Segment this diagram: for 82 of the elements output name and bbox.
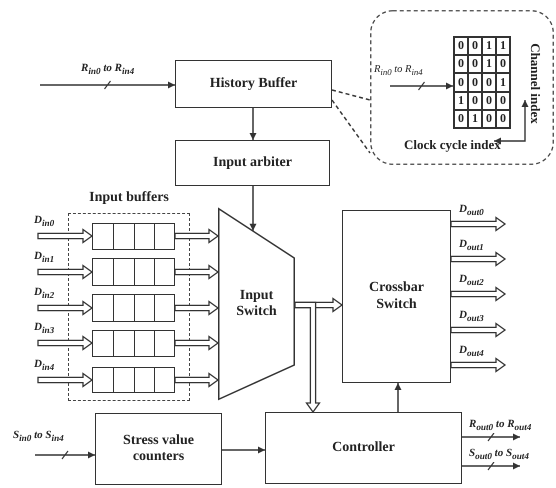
matrix-cell: 0	[496, 55, 510, 74]
arrow	[37, 228, 94, 244]
arrow	[222, 446, 265, 454]
arrow	[37, 300, 94, 316]
arrow	[390, 82, 453, 90]
arrow	[37, 372, 94, 388]
signal-label: R$_{in0}$ to R$_{in4}$	[80, 62, 136, 78]
arrow	[450, 357, 506, 373]
matrix-cell: 0	[468, 73, 482, 92]
callout-line	[331, 100, 371, 154]
process-box	[342, 210, 451, 383]
arrow	[450, 286, 506, 302]
group-heading: Input buffers	[89, 190, 169, 206]
arrow	[450, 322, 506, 338]
signal-label: D$_{out2}$	[458, 273, 485, 288]
buffer-queue	[92, 223, 175, 250]
buffer-queue	[92, 294, 175, 322]
matrix-cell: 0	[454, 55, 468, 74]
arrow	[174, 264, 220, 280]
arrow	[450, 216, 506, 232]
box-label: Stress value counters	[122, 432, 195, 466]
matrix-cell: 0	[454, 37, 468, 56]
matrix-cell: 0	[496, 92, 510, 110]
signal-label: S$_{in0}$ to S$_{in4}$	[12, 429, 65, 444]
matrix-cell: 1	[496, 37, 510, 56]
matrix-cell: 1	[482, 37, 496, 56]
arrow	[37, 264, 94, 280]
matrix-cell: 0	[482, 92, 496, 110]
arrow	[462, 462, 520, 470]
matrix-cell: 0	[468, 55, 482, 74]
signal-label: R$_{in0}$ to R$_{in4}$	[373, 64, 424, 78]
process-box	[175, 140, 330, 186]
signal-label: D$_{out3}$	[458, 309, 485, 324]
arrow	[40, 82, 175, 88]
signal-label: D$_{in0}$	[33, 214, 56, 230]
signal-label: S$_{out0}$ to S$_{out4}$	[468, 447, 530, 462]
signal-label: D$_{out0}$	[458, 203, 485, 218]
matrix-cell: 1	[454, 92, 468, 110]
matrix-cell: 0	[468, 92, 482, 110]
matrix-cell: 1	[482, 55, 496, 74]
arrow	[450, 251, 506, 267]
process-box	[265, 412, 462, 484]
box-label: Crossbar Switch	[368, 280, 425, 313]
matrix-cell: 0	[496, 110, 510, 128]
arrow	[37, 335, 94, 351]
callout-line	[332, 89, 370, 101]
buffer-queue	[92, 258, 175, 286]
matrix-cell: 0	[482, 110, 496, 128]
history-buffer-detail-callout	[370, 10, 554, 165]
arrow	[174, 372, 220, 388]
box-label: Controller	[331, 440, 396, 456]
matrix-cell: 0	[454, 73, 468, 92]
process-box	[175, 60, 332, 108]
switch-label: Input Switch	[235, 288, 278, 320]
input-buffer-group	[68, 192, 190, 401]
signal-label: R$_{out0}$ to R$_{out4}$	[468, 418, 532, 434]
history-matrix	[453, 36, 511, 129]
signal-label: D$_{out4}$	[458, 344, 485, 360]
box-label: Input arbiter	[212, 154, 293, 172]
matrix-cell: 0	[468, 37, 482, 56]
signal-label: D$_{in3}$	[33, 321, 56, 336]
matrix-cell: 0	[482, 73, 496, 92]
arrow	[294, 302, 321, 414]
arrow	[250, 186, 256, 231]
matrix-cell: 1	[496, 73, 510, 92]
input-switch-trapezoid	[218, 208, 295, 400]
arrow	[174, 300, 220, 316]
arrow	[35, 452, 95, 458]
axis-label: Clock cycle index	[404, 138, 501, 153]
arrow	[174, 228, 220, 244]
matrix-cell: 1	[468, 110, 482, 128]
arrow	[250, 108, 256, 140]
arrow	[394, 383, 402, 412]
signal-label: D$_{out1}$	[458, 238, 485, 254]
axis-label: Channel index	[526, 43, 542, 124]
box-label: History Buffer	[208, 76, 298, 92]
matrix-cell: 0	[454, 110, 468, 128]
buffer-queue	[92, 367, 175, 393]
process-box	[95, 413, 222, 485]
arrow	[174, 335, 220, 351]
arrow	[462, 434, 520, 440]
buffer-queue	[92, 330, 175, 357]
